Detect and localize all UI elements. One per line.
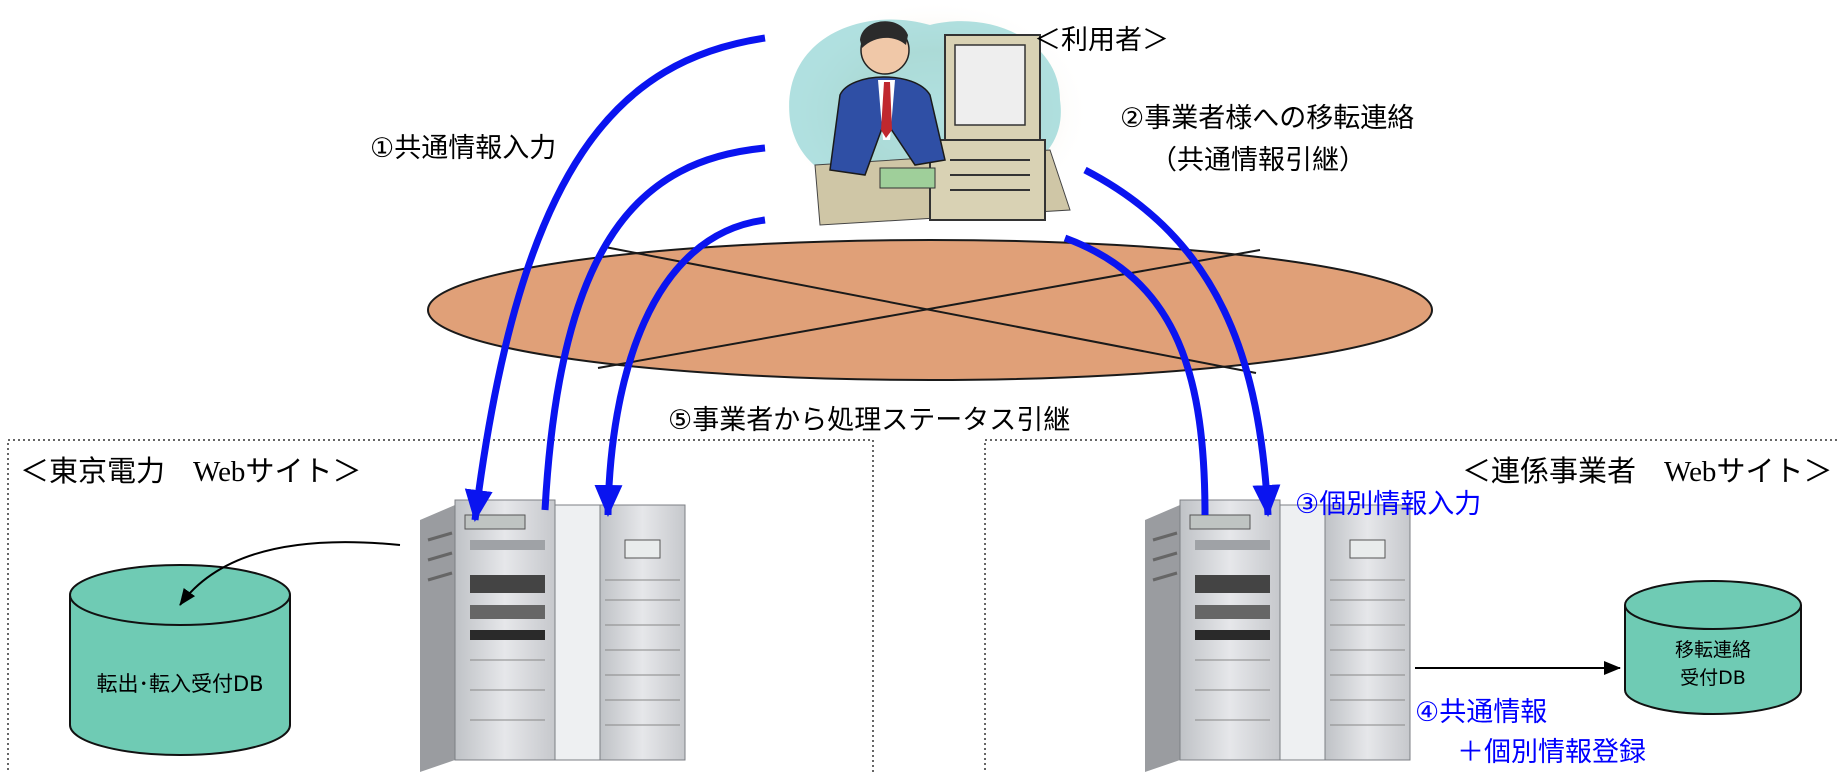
partner-db-label-line2: 受付DB (1680, 667, 1746, 689)
user-computer-icon (780, 0, 1090, 226)
tepco-database-icon (69, 564, 291, 756)
arrow-step2 (1083, 166, 1281, 517)
step4-label-line1: ④共通情報 (1415, 697, 1548, 728)
partner-site-title-prefix: ＜連係事業者 (1462, 454, 1637, 488)
step1-label: ①共通情報入力 (370, 133, 557, 164)
step5-label: ⑤事業者から処理ステータス引継 (668, 405, 1071, 436)
tepco-site-title-web: Web (193, 456, 246, 488)
step4-label-line2: ＋個別情報登録 (1457, 737, 1646, 768)
tepco-site-box (7, 439, 874, 772)
partner-db-label-line1: 移転連絡 (1674, 639, 1751, 661)
tepco-site-title: ＜東京電力 Webサイト＞ (20, 448, 361, 490)
arrow-step5 (594, 216, 766, 517)
arrow-step3-line (1063, 234, 1209, 516)
arrow-step1 (464, 34, 766, 522)
db-write-arrow-left (179, 541, 401, 606)
tepco-site-title-prefix: ＜東京電力 (20, 454, 166, 488)
step3-label: ③個別情報入力 (1295, 489, 1482, 520)
partner-site-title: ＜連係事業者 Webサイト＞ (1462, 448, 1832, 490)
step2-label-line2: （共通情報引継） (1150, 145, 1366, 176)
arrow-step5-return-line (541, 144, 766, 511)
partner-site-title-web: Web (1664, 456, 1717, 488)
user-label: ＜利用者＞ (1034, 25, 1169, 56)
partner-server-icon (1145, 499, 1411, 772)
partner-site-box (984, 439, 1837, 772)
partner-site-title-suffix: サイト＞ (1716, 454, 1833, 488)
tepco-site-title-suffix: サイト＞ (245, 454, 362, 488)
tepco-db-label: 転出･転入受付DB (96, 672, 264, 696)
tepco-server-icon (420, 499, 686, 772)
step2-label-line1: ②事業者様への移転連絡 (1120, 103, 1415, 134)
partner-db-label: 移転連絡 受付DB (1625, 636, 1801, 692)
partner-database-icon (1624, 580, 1802, 715)
